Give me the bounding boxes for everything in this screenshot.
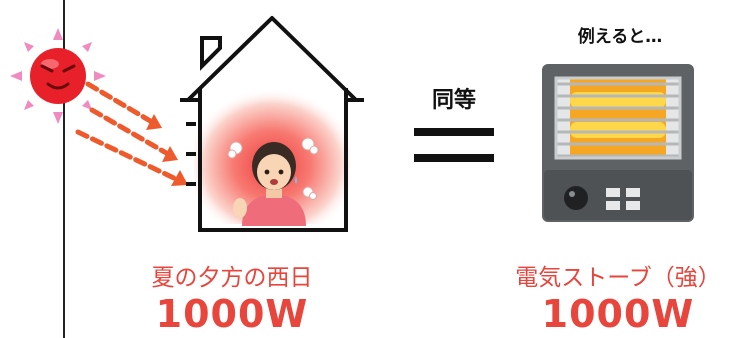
left-value: 1000W <box>155 292 309 336</box>
sun-face-icon <box>10 28 106 124</box>
equivalent-label: 同等 <box>431 88 476 113</box>
electric-heater-icon <box>542 64 694 222</box>
example-note: 例えると… <box>577 27 663 47</box>
hot-woman-icon <box>227 137 319 226</box>
heat-arrows-icon <box>75 81 188 186</box>
equals-sign-icon <box>414 128 494 162</box>
right-caption: 電気ストーブ（強） <box>515 265 721 291</box>
left-caption: 夏の夕方の西日 <box>151 265 313 291</box>
right-value: 1000W <box>541 292 695 336</box>
divider-line <box>63 0 65 338</box>
